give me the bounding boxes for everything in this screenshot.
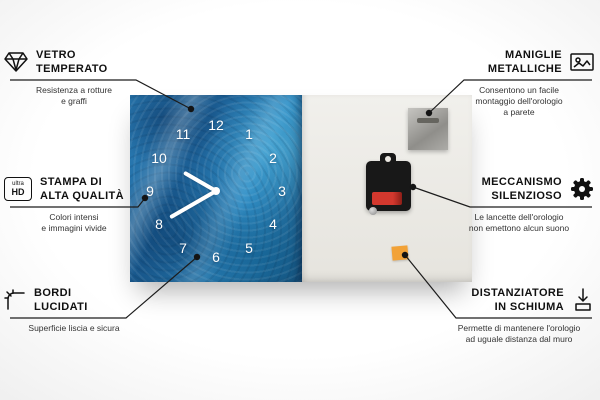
callout-meccanismo-silenzioso: MECCANISMO SILENZIOSO Le lancette dell'o… [444,175,594,234]
gear-icon [570,177,594,201]
callout-title-line: VETRO [36,49,76,61]
clock-number: 8 [155,216,163,232]
callout-title: MANIGLIE METALLICHE [488,48,562,76]
clock-number: 5 [245,240,253,256]
adjust-knob [369,207,377,215]
callout-description: Superficie liscia e sicura [28,323,120,333]
ultra-hd-label-bottom: HD [11,187,25,197]
callout-header: VETRO TEMPERATO [4,48,144,76]
ultra-hd-icon: ultra HD [4,177,32,201]
clock-number: 6 [212,249,220,265]
callout-description: Colori intensi e immagini vivide [41,212,107,233]
clock-product-image: 12 1 2 3 4 5 6 7 8 9 10 11 [130,95,472,282]
clock-front-view: 12 1 2 3 4 5 6 7 8 9 10 11 [130,95,302,282]
callout-maniglie-metalliche: MANIGLIE METALLICHE Consentono un facile… [444,48,594,118]
clock-number: 9 [146,183,154,199]
callout-description: Permette di mantenere l'orologio ad ugua… [457,323,581,344]
callout-title-line: STAMPA DI [40,176,103,188]
clock-number: 7 [179,240,187,256]
clock-number: 11 [175,126,191,142]
clock-number: 12 [208,117,224,133]
callout-description: Consentono un facile montaggio dell'orol… [475,85,563,117]
clock-number: 1 [245,126,253,142]
callout-vetro-temperato: VETRO TEMPERATO Resistenza a rotture e g… [4,48,144,107]
foam-spacer-icon [572,288,594,312]
callout-bordi-lucidati: BORDI LUCIDATI Superficie liscia e sicur… [4,286,144,334]
callout-title-line: ALTA QUALITÀ [40,190,125,202]
metal-hanger-plate [408,108,448,150]
callout-header: ultra HD STAMPA DI ALTA QUALITÀ [4,175,144,203]
callout-title-line: MANIGLIE [505,49,562,61]
callout-title: VETRO TEMPERATO [36,48,108,76]
diamond-icon [4,51,28,73]
clock-mechanism [366,153,411,215]
callout-title-line: METALLICHE [487,63,562,75]
callout-title-line: DISTANZIATORE [471,287,564,299]
clock-number: 10 [151,150,167,166]
callout-description: Le lancette dell'orologio non emettono a… [468,212,570,233]
clock-number: 2 [269,150,277,166]
callout-title: DISTANZIATORE IN SCHIUMA [471,286,564,314]
polished-edge-icon [4,289,26,311]
clock-number: 3 [278,183,286,199]
callout-title-line: SILENZIOSO [491,190,562,202]
callout-title: MECCANISMO SILENZIOSO [482,175,562,203]
callout-description: Resistenza a rotture e graffi [35,85,113,106]
callout-header: BORDI LUCIDATI [4,286,144,314]
callout-distanziatore-schiuma: DISTANZIATORE IN SCHIUMA Permette di man… [444,286,594,345]
callout-header: DISTANZIATORE IN SCHIUMA [444,286,594,314]
callout-title-line: IN SCHIUMA [494,301,564,313]
clock-center-cap [212,187,220,195]
foam-spacer [391,245,409,261]
picture-frame-icon [570,52,594,72]
hanger-slot [417,118,439,123]
callout-title-line: BORDI [34,287,72,299]
callout-header: MECCANISMO SILENZIOSO [444,175,594,203]
callout-title-line: MECCANISMO [481,176,562,188]
callout-title: BORDI LUCIDATI [34,286,88,314]
callout-title-line: LUCIDATI [34,301,88,313]
hanger-hook [380,153,396,163]
battery [372,192,402,205]
callout-title-line: TEMPERATO [36,63,108,75]
clock-number: 4 [269,216,277,232]
callout-title: STAMPA DI ALTA QUALITÀ [40,175,124,203]
callout-header: MANIGLIE METALLICHE [444,48,594,76]
ultra-hd-label-top: ultra [12,181,24,187]
callout-stampa-alta-qualita: ultra HD STAMPA DI ALTA QUALITÀ Colori i… [4,175,144,234]
